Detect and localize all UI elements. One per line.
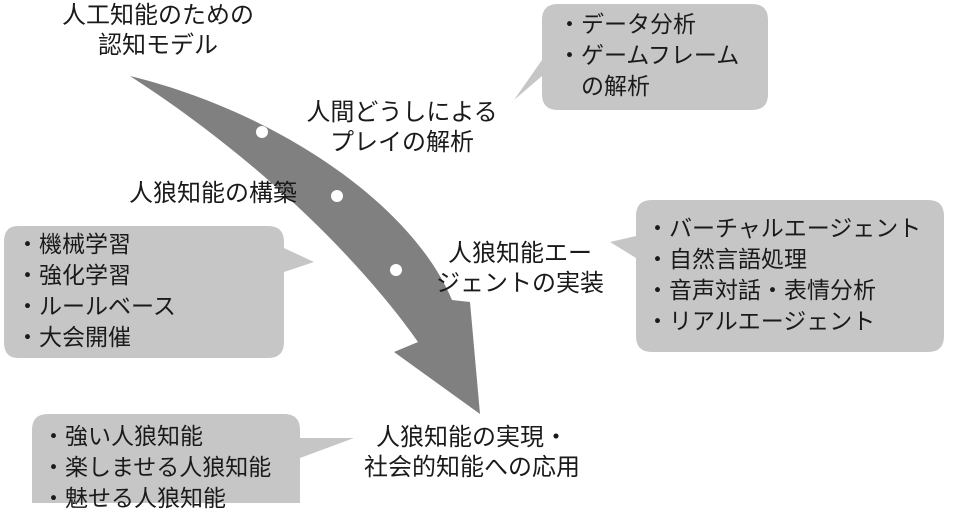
bubble-item: ・データ分析 (558, 12, 696, 38)
arrow-dot (390, 264, 402, 276)
stage-construction-label: 人狼知能の構築 (129, 179, 297, 207)
stage-agent-label: 人狼知能エー ジェントの実装 (436, 239, 604, 298)
stage-human-play-label: 人間どうしによる プレイの解析 (306, 98, 498, 157)
bubble-item: ・自然言語処理 (646, 247, 807, 273)
bubble-item: ・機械学習 (16, 232, 131, 258)
bubble-goals-list: ・強い人狼知能 ・楽しませる人狼知能 ・魅せる人狼知能 (42, 422, 271, 515)
bubble-item: ・楽しませる人狼知能 (42, 455, 272, 481)
flow-arrow (130, 76, 480, 414)
bubble-goals (32, 414, 354, 503)
arrow-dot (331, 190, 343, 202)
bubble-item: ・音声対話・表情分析 (646, 278, 876, 304)
bubble-analysis-list: ・データ分析 ・ゲームフレーム の解析 (558, 10, 739, 103)
stage-start-label: 人工知能のための 認知モデル (62, 1, 254, 60)
bubble-item: ・強化学習 (16, 263, 131, 289)
arrow-dot (256, 126, 268, 138)
bubble-item: ・リアルエージェント (646, 309, 876, 335)
bubble-item: ・バーチャルエージェント (646, 216, 922, 242)
bubble-analysis (514, 4, 768, 110)
bubble-construction-list: ・機械学習 ・強化学習 ・ルールベース ・大会開催 (16, 230, 176, 354)
flow-diagram (4, 4, 944, 503)
bubble-item: ・強い人狼知能 (42, 424, 203, 450)
bubble-item: ・大会開催 (16, 325, 131, 351)
bubble-item: の解析 (558, 74, 650, 100)
bubble-construction (4, 226, 314, 358)
bubble-item: ・ゲームフレーム (558, 43, 740, 69)
bubble-item: ・ルールベース (16, 294, 176, 320)
bubble-item: ・魅せる人狼知能 (42, 486, 226, 512)
bubble-agent (610, 200, 944, 352)
bubble-agent-list: ・バーチャルエージェント ・自然言語処理 ・音声対話・表情分析 ・リアルエージェ… (646, 214, 921, 338)
stage-end-label: 人狼知能の実現・ 社会的知能への応用 (364, 423, 580, 482)
